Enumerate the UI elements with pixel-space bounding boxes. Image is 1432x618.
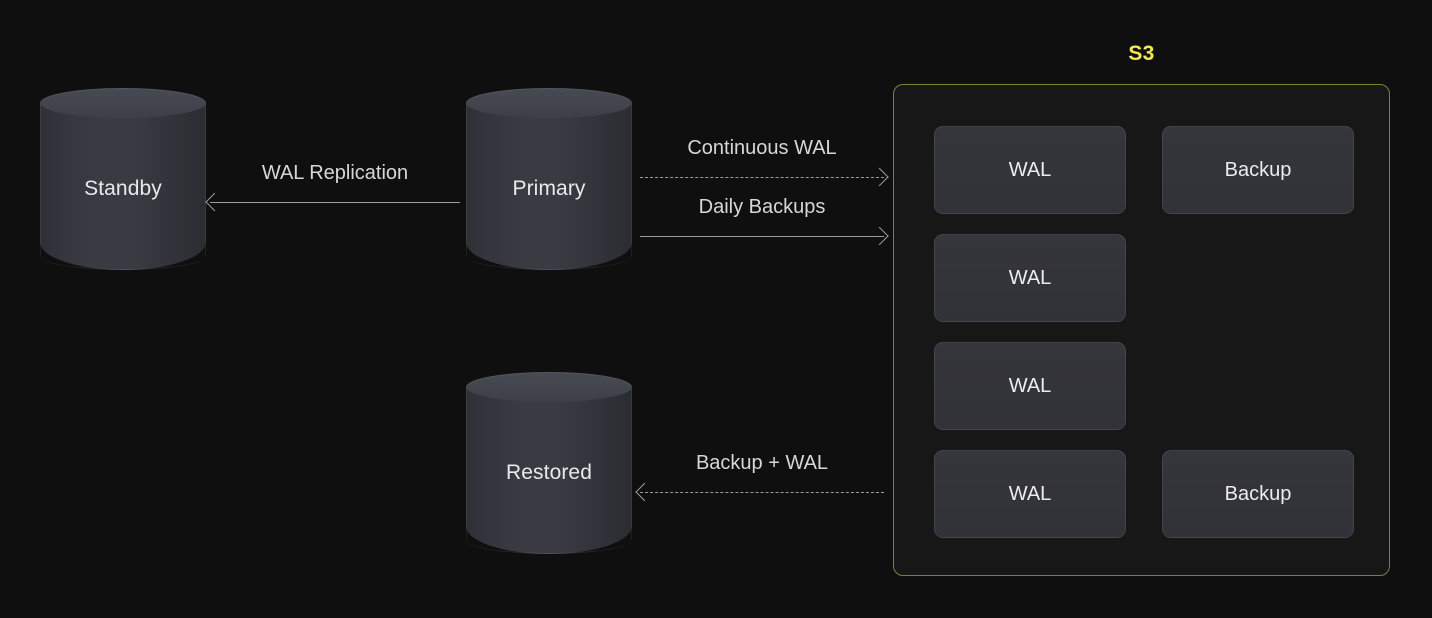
cylinder-left-edge (466, 104, 467, 256)
cylinder-left-edge (466, 388, 467, 540)
edge-backup-plus-wal[interactable]: Backup + WAL (635, 452, 884, 514)
s3-group-box: WAL Backup WAL WAL WAL Backup (893, 84, 1390, 576)
arrowhead-right-icon (870, 226, 889, 246)
s3-object-wal[interactable]: WAL (934, 234, 1126, 322)
edge-wal-replication[interactable]: WAL Replication (205, 162, 460, 224)
edge-daily-backups-label: Daily Backups (698, 196, 826, 218)
edge-continuous-wal-label: Continuous WAL (687, 137, 837, 159)
edge-wal-replication-label: WAL Replication (261, 162, 409, 184)
cylinder-top-ellipse (466, 88, 632, 118)
edge-backup-plus-wal-label: Backup + WAL (695, 452, 829, 474)
arrowhead-left-icon (635, 482, 654, 502)
s3-object-wal[interactable]: WAL (934, 450, 1126, 538)
arrowhead-right-icon (870, 167, 889, 187)
node-primary[interactable]: Primary (466, 88, 632, 284)
cylinder-top-ellipse (40, 88, 206, 118)
edge-line (640, 492, 884, 493)
cylinder-right-edge (631, 388, 632, 540)
node-primary-label: Primary (512, 177, 586, 200)
cylinder-bottom-arc (466, 526, 632, 554)
cylinder-right-edge (205, 104, 206, 256)
cylinder-top-ellipse (466, 372, 632, 402)
s3-object-grid: WAL Backup WAL WAL WAL Backup (934, 126, 1354, 538)
node-restored[interactable]: Restored (466, 372, 632, 568)
edge-continuous-wal[interactable]: Continuous WAL (640, 137, 889, 199)
s3-object-placeholder (1162, 342, 1354, 430)
node-standby-label: Standby (84, 177, 162, 200)
edge-line (640, 177, 884, 178)
edge-daily-backups[interactable]: Daily Backups (640, 196, 889, 258)
s3-group-title: S3 (1128, 42, 1155, 65)
cylinder-bottom-arc (466, 242, 632, 270)
cylinder-left-edge (40, 104, 41, 256)
s3-object-wal[interactable]: WAL (934, 342, 1126, 430)
edge-line (640, 236, 884, 237)
cylinder-bottom-arc (40, 242, 206, 270)
edge-line (210, 202, 460, 203)
node-restored-label: Restored (505, 461, 592, 484)
cylinder-right-edge (631, 104, 632, 256)
s3-object-wal[interactable]: WAL (934, 126, 1126, 214)
s3-object-backup[interactable]: Backup (1162, 450, 1354, 538)
node-standby[interactable]: Standby (40, 88, 206, 284)
arrowhead-left-icon (205, 192, 224, 212)
s3-object-placeholder (1162, 234, 1354, 322)
s3-object-backup[interactable]: Backup (1162, 126, 1354, 214)
